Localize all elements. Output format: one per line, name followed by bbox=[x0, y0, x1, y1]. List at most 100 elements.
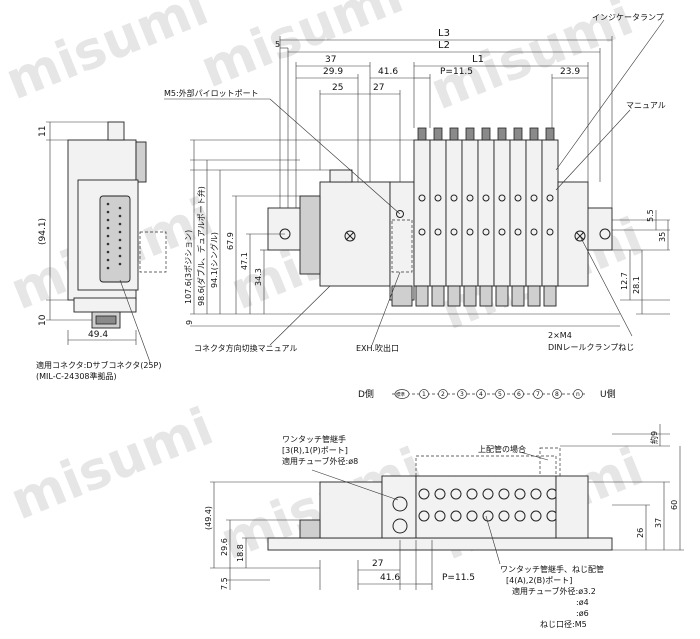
station-label: 7 bbox=[536, 391, 540, 398]
callout-onetouch-4a2b-ports: [4(A),2(B)ポート] bbox=[506, 576, 572, 585]
side-lamp-block bbox=[135, 141, 147, 183]
dim-107-6: 107.6(3ポジション) bbox=[184, 230, 193, 304]
dim-41-6: 41.6 bbox=[378, 67, 398, 77]
dim-47-1: 47.1 bbox=[240, 252, 249, 270]
dim-60: 60 bbox=[670, 500, 679, 510]
dim-11: 11 bbox=[38, 126, 48, 137]
din-rail-hole bbox=[599, 228, 611, 240]
din-clamp-screw bbox=[574, 230, 586, 242]
upper-piping-outline bbox=[415, 455, 557, 477]
front-connector-foot bbox=[299, 519, 321, 539]
dim-37: 37 bbox=[325, 55, 336, 65]
callout-connector-manual: コネクタ方向切換マニュアル bbox=[194, 343, 297, 353]
connector-label-1: 適用コネクタ:Dサブコネクタ(25P) bbox=[36, 360, 161, 370]
station-row: D側 標準 1 2 3 4 5 6 7 8 n U側 bbox=[358, 388, 616, 400]
callout-upper-piping: 上配管の場合 bbox=[478, 444, 526, 454]
station-label: 標準 bbox=[396, 391, 405, 398]
dim-35: 35 bbox=[658, 232, 667, 242]
station-label: 4 bbox=[479, 391, 483, 398]
u-side-label: U側 bbox=[600, 388, 616, 400]
dim-41-6-front: 41.6 bbox=[380, 573, 400, 583]
dim-9: 9 bbox=[185, 320, 194, 325]
callout-onetouch-3r1p: ワンタッチ管継手 bbox=[282, 434, 346, 444]
dim-23-9: 23.9 bbox=[560, 67, 580, 77]
dim-98-6: 98.6(ダブル、デュアルポート弁) bbox=[196, 186, 206, 306]
port-3r bbox=[392, 496, 408, 512]
side-top-block bbox=[107, 121, 125, 141]
callout-ext-pilot-port: M5:外部パイロットポート bbox=[164, 88, 259, 98]
dim-49-4: 49.4 bbox=[88, 330, 108, 340]
front-view: (49.4) 29.6 18.8 7.5 約9 60 37 26 27 41.6 bbox=[204, 424, 684, 629]
dim-18-8: 18.8 bbox=[236, 544, 245, 562]
callout-tube-4: :ø4 bbox=[576, 598, 589, 607]
connector-side-plate bbox=[299, 195, 321, 275]
callout-exh-outlet: EXH.吹出口 bbox=[356, 343, 399, 353]
dim-10: 10 bbox=[38, 314, 48, 326]
dim-12-7: 12.7 bbox=[620, 272, 629, 290]
dim-L3: L3 bbox=[438, 28, 450, 39]
port-1p bbox=[392, 518, 408, 534]
callout-tube-3-2: 適用チューブ外径:ø3.2 bbox=[512, 586, 596, 596]
dsub-pins bbox=[106, 202, 122, 270]
dim-pitch-front: P=11.5 bbox=[442, 573, 475, 583]
dim-28-1: 28.1 bbox=[632, 276, 641, 294]
callout-tube-6: :ø6 bbox=[576, 609, 589, 618]
station-label: 2 bbox=[441, 391, 445, 398]
callout-m4-qty: 2×M4 bbox=[548, 331, 572, 340]
callout-onetouch-4a2b: ワンタッチ管継手、ねじ配管 bbox=[500, 564, 604, 574]
dim-27-front: 27 bbox=[372, 559, 383, 569]
dim-26: 26 bbox=[636, 528, 645, 538]
dim-pitch: P=11.5 bbox=[440, 67, 473, 77]
front-end-plate-d bbox=[381, 475, 417, 539]
dim-27: 27 bbox=[373, 83, 384, 93]
dim-L1: L1 bbox=[472, 54, 484, 65]
connector-top bbox=[329, 169, 353, 183]
front-din-rail bbox=[267, 537, 613, 551]
station-label: 5 bbox=[498, 391, 502, 398]
callout-onetouch-3r1p-ports: [3(R),1(P)ポート] bbox=[282, 446, 348, 455]
callout-manual: マニュアル bbox=[626, 101, 666, 110]
dim-25: 25 bbox=[332, 83, 343, 93]
station-label: 1 bbox=[422, 391, 426, 398]
dim-94-1-single: 94.1(シングル) bbox=[209, 232, 219, 288]
dim-94-1: (94.1) bbox=[38, 218, 48, 245]
exh-vent-grid bbox=[391, 219, 413, 273]
dim-5-5: 5.5 bbox=[646, 209, 655, 222]
watermark: misumi bbox=[2, 397, 221, 532]
side-view: 11 (94.1) 10 49.4 適用コネクタ:Dサブコネクタ(25P) (M… bbox=[36, 121, 167, 381]
dim-34-3: 34.3 bbox=[254, 268, 263, 286]
dim-L2: L2 bbox=[438, 40, 450, 51]
dsub-connector bbox=[99, 195, 131, 283]
upper-piping-fitting bbox=[539, 447, 561, 477]
callout-din-clamp: DINレールクランプねじ bbox=[548, 343, 634, 352]
dim-approx-9: 約9 bbox=[649, 431, 659, 444]
front-connector-block bbox=[319, 481, 383, 539]
end-plate-d bbox=[389, 181, 415, 301]
station-label: 8 bbox=[555, 391, 559, 398]
callout-onetouch-3r1p-tube: 適用チューブ外径:ø8 bbox=[282, 456, 358, 466]
dim-37-front: 37 bbox=[654, 518, 663, 528]
dim-7-5: 7.5 bbox=[220, 577, 229, 590]
top-view: L3 L2 L1 5 29.9 37 41.6 P=11.5 23.9 25 2… bbox=[164, 13, 670, 353]
ext-pilot-port bbox=[396, 210, 404, 218]
station-markers bbox=[394, 389, 583, 399]
dim-29-9: 29.9 bbox=[323, 67, 343, 77]
dim-29-6: 29.6 bbox=[220, 538, 229, 556]
d-side-label: D側 bbox=[358, 388, 374, 400]
front-valve-ports bbox=[415, 475, 558, 539]
end-plate-u bbox=[557, 181, 589, 287]
side-cable-outline bbox=[139, 231, 167, 273]
station-label: 3 bbox=[460, 391, 464, 398]
end-plate-fitting bbox=[391, 285, 413, 307]
dim-67-9: 67.9 bbox=[226, 232, 235, 250]
connector-screw bbox=[344, 230, 356, 242]
side-base bbox=[73, 297, 137, 313]
dim-49-4-front: (49.4) bbox=[204, 506, 213, 530]
front-end-plate-u bbox=[555, 475, 589, 539]
station-label: 6 bbox=[517, 391, 521, 398]
side-fitting-tube bbox=[95, 315, 117, 325]
connector-label-2: (MIL-C-24308準拠品) bbox=[36, 371, 117, 381]
valve-stations bbox=[413, 127, 559, 307]
